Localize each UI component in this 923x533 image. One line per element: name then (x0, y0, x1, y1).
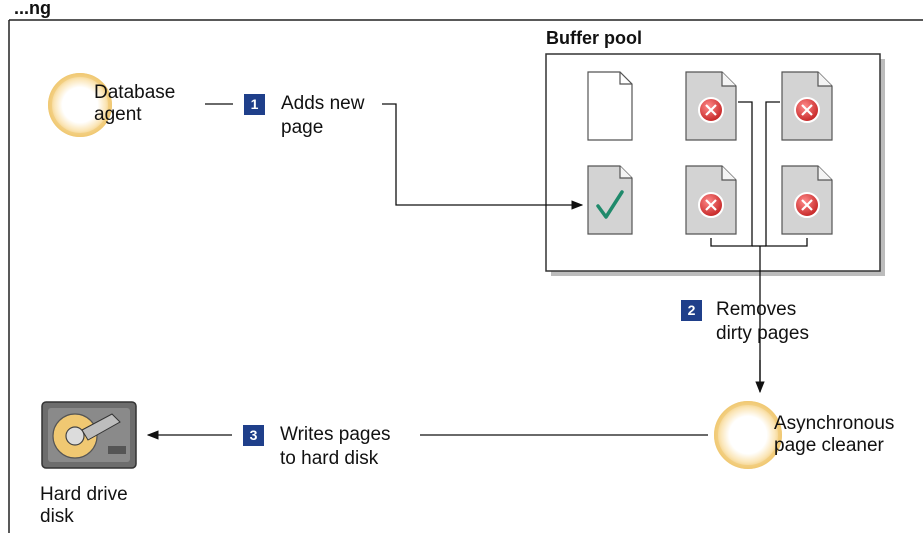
page-blank-icon (587, 71, 633, 141)
step-2-text-line1: Removes (716, 299, 797, 320)
page-cleaner-icon (714, 401, 782, 469)
hard-drive-icon (41, 401, 137, 469)
page-dirty-icon (685, 71, 737, 141)
step-3-text-line2: to hard disk (280, 448, 379, 469)
arrow-add-page (382, 103, 584, 210)
step-1-badge: 1 (244, 94, 265, 115)
hard-drive-label-line2: disk (40, 506, 74, 527)
database-agent-label-line1: Database (94, 82, 176, 103)
database-agent-icon (48, 73, 112, 137)
page-dirty-icon (685, 165, 737, 235)
step-2-text-line2: dirty pages (716, 323, 809, 344)
page-clean-icon (587, 165, 633, 235)
figure-title-partial: ...ng (14, 0, 51, 18)
database-agent-label-line2: agent (94, 104, 142, 125)
step-3-text-line1: Writes pages (280, 424, 391, 445)
step-2-badge: 2 (681, 300, 702, 321)
hard-drive-label-line1: Hard drive (40, 484, 128, 505)
buffer-pool-label: Buffer pool (546, 28, 642, 48)
step-1-text-line1: Adds new (281, 93, 365, 114)
page-cleaner-label-line1: Asynchronous (774, 413, 895, 434)
step-1-text-line2: page (281, 117, 324, 138)
page-dirty-icon (781, 71, 833, 141)
step-3-badge: 3 (243, 425, 264, 446)
page-dirty-icon (781, 165, 833, 235)
page-cleaner-label-line2: page cleaner (774, 435, 884, 456)
